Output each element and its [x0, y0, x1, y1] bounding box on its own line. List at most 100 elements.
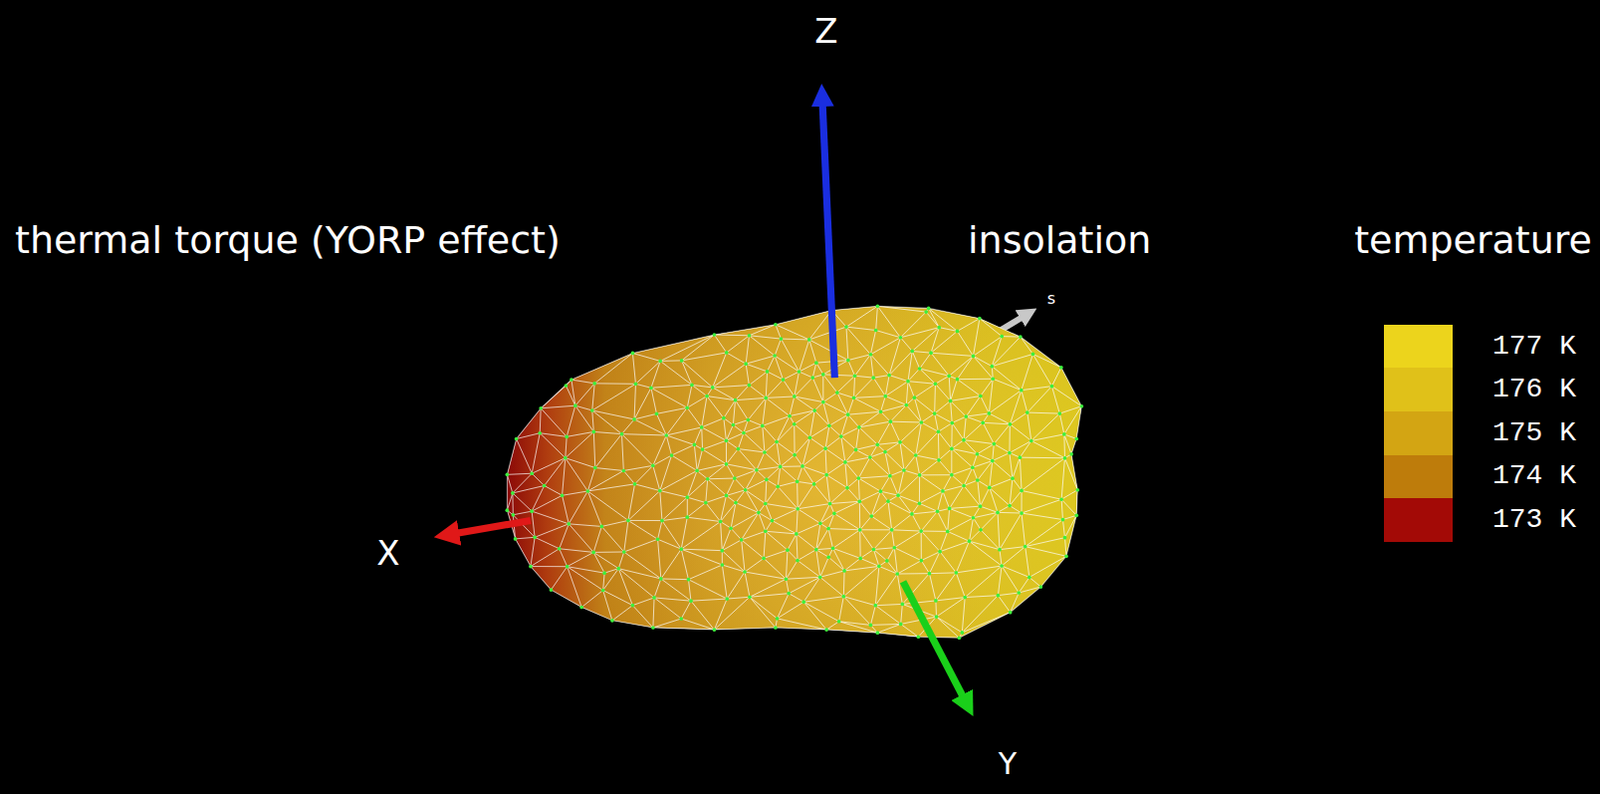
- mesh-vertex: [564, 435, 569, 440]
- mesh-vertex: [756, 510, 761, 515]
- legend-swatch: [1383, 324, 1454, 369]
- mesh-vertex: [787, 414, 792, 419]
- mesh-vertex: [775, 484, 780, 489]
- mesh-vertex: [686, 577, 691, 582]
- mesh-vertex: [591, 550, 596, 555]
- mesh-vertex: [955, 377, 960, 382]
- mesh-vertex: [770, 518, 775, 523]
- mesh-vertex: [879, 488, 884, 493]
- mesh-vertex: [1023, 544, 1028, 549]
- mesh-vertex: [1019, 388, 1024, 393]
- mesh-vertex: [839, 434, 844, 439]
- mesh-vertex: [975, 477, 980, 482]
- mesh-vertex: [904, 403, 909, 408]
- mesh-vertex: [728, 525, 733, 530]
- mesh-vertex: [1031, 352, 1036, 357]
- mesh-vertex: [773, 625, 778, 630]
- mesh-vertex: [1063, 535, 1068, 540]
- mesh-vertex: [795, 479, 800, 484]
- mesh-vertex: [892, 545, 897, 550]
- legend-text: 174 K: [1492, 461, 1577, 490]
- mesh-edges: [506, 305, 1082, 638]
- mesh-vertex: [919, 420, 924, 425]
- mesh-vertex: [858, 498, 863, 503]
- mesh-vertex: [933, 598, 938, 603]
- mesh-vertex: [845, 485, 850, 490]
- mesh-vertex: [573, 403, 578, 408]
- mesh-vertex: [877, 564, 882, 569]
- mesh-vertex: [923, 309, 928, 314]
- mesh-vertex: [772, 353, 777, 358]
- mesh-vertex: [762, 450, 767, 455]
- mesh-vertex: [724, 461, 729, 466]
- mesh-vertex: [712, 332, 717, 337]
- mesh-vertex: [774, 440, 779, 445]
- mesh-vertex: [918, 528, 923, 533]
- mesh-vertex: [745, 418, 750, 423]
- mesh-vertex: [742, 569, 747, 574]
- mesh-vertex: [754, 467, 759, 472]
- mesh-vertex: [934, 614, 939, 619]
- axis-label: Y: [998, 748, 1017, 779]
- mesh-vertex: [651, 463, 656, 468]
- mesh-vertex: [980, 420, 985, 425]
- mesh-vertex: [1016, 590, 1021, 595]
- mesh-vertex: [906, 379, 911, 384]
- mesh-vertex: [879, 409, 884, 414]
- mesh-vertex: [718, 519, 723, 524]
- mesh-vertex: [971, 354, 976, 359]
- mesh-vertex: [634, 381, 639, 386]
- panel-heading: insolation: [967, 221, 1151, 259]
- mesh-vertex: [741, 431, 746, 436]
- mesh-vertex: [784, 576, 789, 581]
- mesh-vertex: [856, 475, 861, 480]
- mesh-vertex: [885, 558, 890, 563]
- mesh-vertex: [549, 587, 554, 592]
- mesh-vertex: [736, 447, 741, 452]
- mesh-vertex: [928, 350, 933, 355]
- mesh-vertex: [824, 627, 829, 632]
- mesh-vertex: [1059, 365, 1064, 370]
- asteroid-shading: [506, 305, 1082, 638]
- mesh-vertex: [857, 425, 862, 430]
- asteroid-body: [506, 305, 1082, 638]
- mesh-vertex: [812, 408, 817, 413]
- mesh-vertex: [837, 619, 842, 624]
- mesh-vertex: [999, 334, 1004, 339]
- mesh-vertex: [761, 556, 766, 561]
- mesh-vertex: [564, 383, 569, 388]
- mesh-vertex: [505, 472, 510, 477]
- mesh-vertex: [566, 521, 571, 526]
- mesh-vertex: [1039, 584, 1044, 589]
- mesh-vertex: [705, 476, 710, 481]
- mesh-vertex: [724, 350, 729, 355]
- mesh-vertex: [778, 464, 783, 469]
- mesh-vertex: [563, 456, 568, 460]
- y-axis-arrow: [903, 581, 964, 699]
- mesh-vertex: [913, 395, 917, 400]
- mesh-vertices: [505, 303, 1085, 640]
- mesh-vertex: [812, 481, 817, 486]
- mesh-vertex: [843, 459, 848, 464]
- mesh-vertex: [655, 412, 660, 417]
- mesh-vertex: [1064, 553, 1069, 558]
- mesh-vertex: [1062, 432, 1067, 437]
- mesh-vertex: [899, 622, 904, 627]
- mesh-vertex: [858, 556, 863, 561]
- mesh-vertex: [1018, 334, 1023, 339]
- mesh-vertex: [792, 453, 797, 458]
- mesh-vertex: [528, 564, 533, 569]
- mesh-vertex: [814, 360, 819, 365]
- mesh-vertex: [888, 473, 893, 478]
- mesh-vertex: [869, 513, 874, 518]
- mesh-vertex: [869, 352, 874, 357]
- mesh-vertex: [827, 424, 832, 429]
- mesh-vertex: [917, 366, 922, 371]
- mesh-vertex: [585, 488, 590, 493]
- mesh-vertex: [970, 464, 975, 469]
- mesh-vertex: [858, 527, 863, 532]
- mesh-vertex: [801, 599, 806, 604]
- mesh-vertex: [601, 588, 606, 593]
- mesh-vertex: [887, 373, 892, 378]
- mesh-vertex: [821, 372, 826, 377]
